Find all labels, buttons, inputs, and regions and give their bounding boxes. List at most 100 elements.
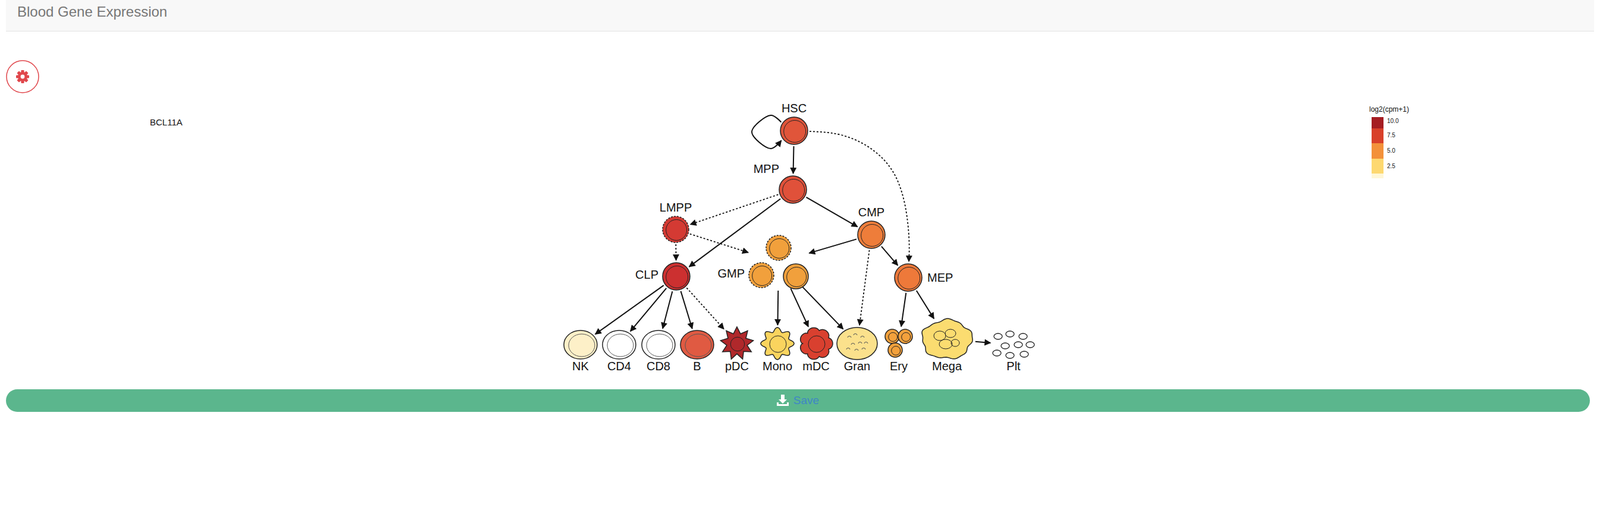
cell-shape — [748, 234, 809, 290]
lineage-arrow — [662, 291, 673, 329]
download-icon — [775, 393, 792, 409]
cell-nucleus — [769, 336, 787, 353]
cell-body — [857, 221, 886, 249]
cell-nucleus — [898, 267, 921, 290]
cell-shape — [760, 327, 795, 361]
cell-label: Gran — [844, 359, 871, 374]
text-label: BCL11A — [149, 117, 183, 128]
cell-shape — [893, 263, 923, 293]
cell-body — [921, 318, 973, 360]
cell-body — [836, 327, 878, 360]
platelet — [1005, 331, 1015, 338]
cell-body — [766, 235, 792, 261]
cell-body — [780, 117, 808, 145]
cell-body — [720, 327, 754, 360]
cell-label: CMP — [858, 205, 885, 220]
settings-gear-icon — [4, 58, 41, 95]
lineage-arrow — [595, 285, 664, 335]
cell-node: CD4 — [601, 330, 637, 360]
lineage-arrow — [792, 146, 795, 174]
cell-nucleus — [607, 334, 634, 357]
cell-body — [760, 327, 795, 360]
cell-body — [680, 330, 714, 360]
cell-shape — [779, 116, 809, 146]
cell-node: Mega — [919, 318, 975, 362]
granule — [854, 349, 859, 352]
cell-label: MPP — [753, 161, 780, 177]
lineage-arrow — [916, 290, 934, 319]
cell-body — [885, 329, 900, 344]
lineage-arrow — [799, 283, 844, 330]
lineage-arrow — [630, 288, 667, 332]
platelet — [1001, 343, 1010, 350]
cell-nucleus — [891, 346, 901, 356]
cell-node: LMPP — [662, 215, 690, 244]
lineage-arrow — [675, 244, 677, 261]
save-button: Save — [5, 389, 1590, 413]
cell-shape — [778, 175, 808, 205]
cell-node: Ery — [883, 328, 914, 360]
cell-label: CD4 — [607, 359, 632, 374]
lineage-arrow — [809, 131, 910, 262]
cell-node: Plt — [992, 330, 1035, 360]
cell-nucleus — [752, 266, 773, 287]
cell-shape — [836, 327, 878, 361]
legend-swatch — [1371, 128, 1384, 144]
cell-label: Mega — [932, 359, 962, 374]
cell-shape — [718, 326, 756, 362]
cell-nucleus — [861, 224, 884, 247]
cell-nucleus — [786, 267, 807, 288]
cell-node: CMP — [857, 220, 886, 250]
button-label: Save — [793, 393, 820, 409]
cell-node: mDC — [798, 327, 834, 361]
cell-shape — [992, 330, 1035, 360]
cell-node: NK — [563, 330, 598, 360]
cell-shape — [601, 330, 637, 360]
lineage-arrow — [751, 115, 782, 149]
header-bar: Blood Gene Expression — [5, 0, 1595, 32]
cell-node: CLP — [662, 262, 691, 291]
granule — [864, 342, 868, 345]
lineage-arrow — [686, 287, 724, 329]
cell-shape — [798, 327, 834, 361]
cell-node: MEP — [893, 263, 923, 293]
lineage-arrow — [901, 293, 906, 328]
lineage-arrow — [806, 197, 858, 228]
lineage-arrow — [689, 199, 781, 268]
cell-shape — [857, 220, 886, 250]
granule — [861, 348, 866, 351]
cell-shape — [919, 318, 975, 362]
legend-low-band — [1371, 173, 1384, 179]
cell-nucleus — [730, 337, 745, 352]
cell-body — [748, 262, 774, 288]
cell-body — [662, 216, 689, 243]
cell-label: GMP — [717, 266, 745, 281]
cell-nucleus — [888, 333, 898, 343]
cell-nucleus — [783, 120, 806, 143]
cell-label: CLP — [635, 267, 659, 282]
lineage-arrow — [690, 194, 779, 225]
cell-label: B — [692, 359, 701, 374]
cell-body — [894, 264, 922, 292]
legend-tick-label: 7.5 — [1387, 132, 1396, 140]
cell-label: Plt — [1006, 359, 1021, 374]
granule — [853, 334, 858, 337]
cell-node: Mono — [760, 327, 795, 361]
cell-body — [602, 330, 636, 360]
cell-nucleus — [901, 333, 911, 343]
cell-nucleus — [568, 334, 595, 357]
cell-nucleus — [769, 239, 790, 259]
cell-node: HSC — [779, 116, 809, 146]
granule — [847, 336, 852, 339]
cell-label: CD8 — [646, 359, 671, 374]
platelet — [1020, 351, 1029, 358]
granule — [846, 348, 850, 351]
cell-label: HSC — [781, 101, 807, 116]
cell-label: MEP — [927, 270, 953, 285]
granule — [860, 336, 865, 339]
cell-lobe — [945, 329, 956, 338]
platelet — [1005, 352, 1015, 359]
lineage-arrow — [790, 288, 809, 327]
cell-node: B — [679, 330, 715, 360]
